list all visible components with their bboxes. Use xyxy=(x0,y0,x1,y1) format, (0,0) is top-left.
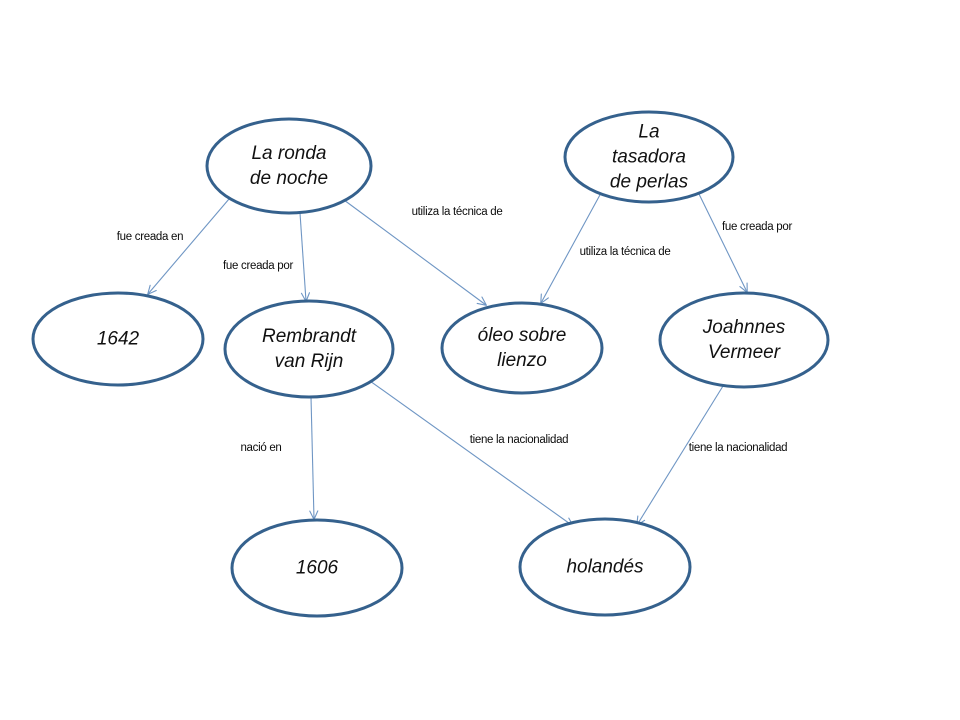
node-ellipse-vermeer[interactable] xyxy=(658,291,830,389)
edge-rembrandt-to-y1606 xyxy=(309,396,319,521)
edges-layer xyxy=(147,192,748,527)
node-ellipse-holandes[interactable] xyxy=(518,517,692,617)
node-ellipse-oleo[interactable] xyxy=(440,301,604,395)
edge-vermeer-to-holandes xyxy=(636,385,724,526)
node-ellipse-y1642[interactable] xyxy=(31,291,205,387)
edge-tasadora-to-oleo xyxy=(540,192,602,304)
node-ellipse-rembrandt[interactable] xyxy=(223,299,395,399)
node-ellipse-y1606[interactable] xyxy=(230,518,404,618)
edge-ronda-to-oleo xyxy=(343,199,487,306)
edge-tasadora-to-vermeer xyxy=(698,193,748,293)
edge-rembrandt-to-holandes xyxy=(369,380,574,527)
node-ellipse-tasadora[interactable] xyxy=(563,110,735,204)
node-ellipse-ronda[interactable] xyxy=(205,117,373,215)
edge-ronda-to-rembrandt xyxy=(299,212,310,303)
nodes-layer xyxy=(31,110,830,618)
edge-ronda-to-y1642 xyxy=(147,198,230,295)
